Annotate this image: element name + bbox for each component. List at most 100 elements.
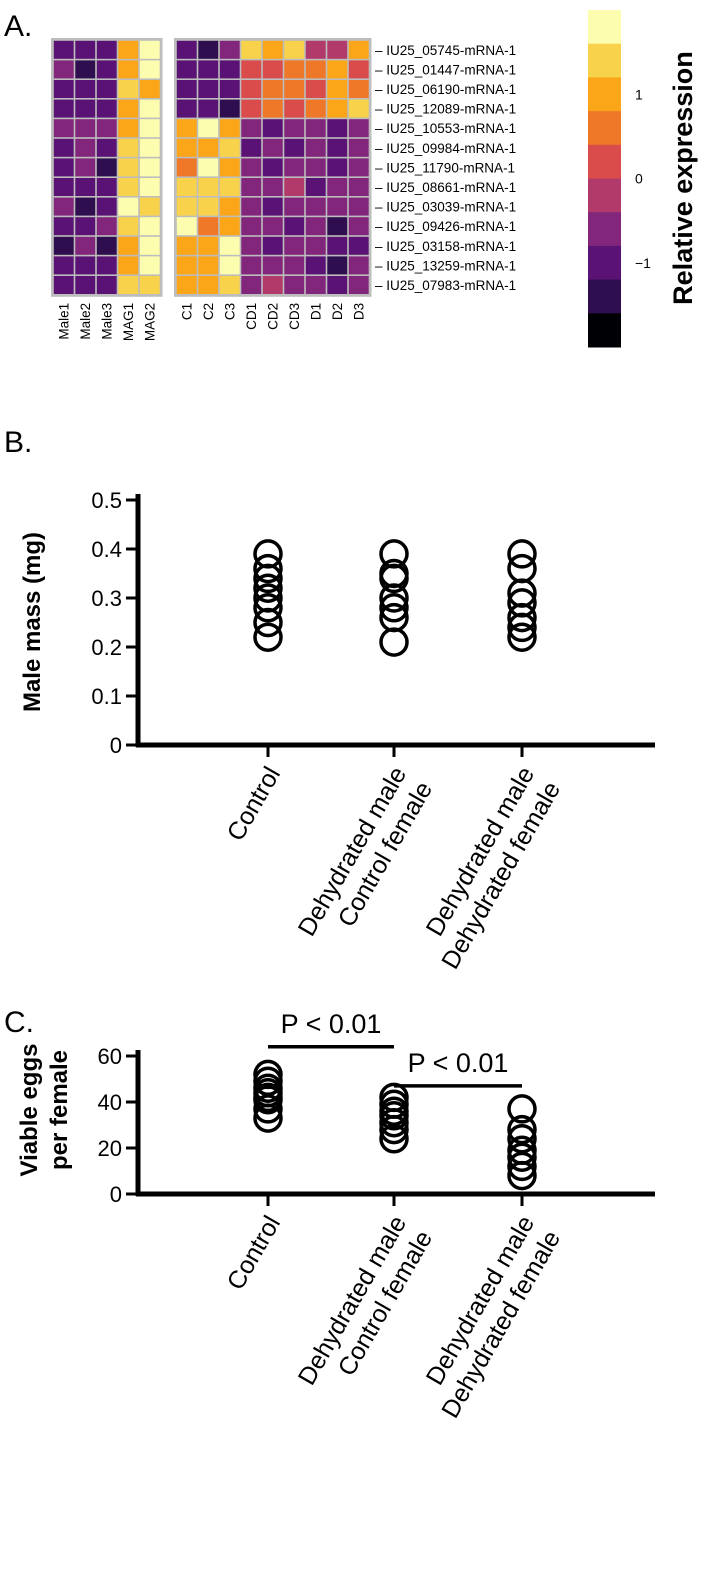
- heatmap-cell: [327, 119, 348, 138]
- heatmap-cell: [118, 119, 139, 138]
- y-axis-title-line: per female: [46, 1050, 73, 1170]
- heatmap-cell: [176, 99, 197, 118]
- panel-letter-a: A.: [4, 10, 32, 43]
- y-tick-label: 0.2: [91, 635, 122, 660]
- heatmap-cell: [284, 197, 305, 216]
- heatmap-cell: [139, 80, 160, 98]
- heatmap-cell: [53, 119, 74, 138]
- heatmap-cell: [262, 60, 283, 79]
- heatmap-cell: [284, 217, 305, 236]
- heatmap-cell: [198, 236, 219, 255]
- heatmap-cell: [327, 236, 348, 255]
- heatmap-cell: [305, 256, 326, 275]
- heatmap-row-label: – IU25_09984-mRNA-1: [375, 141, 516, 156]
- heatmap-cell: [284, 158, 305, 177]
- heatmap-cell: [284, 236, 305, 255]
- heatmap-cell: [75, 99, 96, 118]
- heatmap-cell: [75, 158, 96, 177]
- heatmap-cell: [219, 217, 240, 236]
- heatmap-cell: [198, 119, 219, 138]
- x-category-label: Control: [222, 762, 287, 846]
- heatmap-cell: [96, 80, 117, 98]
- heatmap-cell: [327, 178, 348, 196]
- heatmap-cell: [305, 119, 326, 138]
- heatmap-cell: [139, 276, 160, 294]
- heatmap-cell: [348, 236, 369, 255]
- heatmap-cell: [118, 80, 139, 98]
- heatmap-cell: [118, 178, 139, 196]
- heatmap-cell: [139, 178, 160, 196]
- colorbar-tick-label: 0: [635, 171, 643, 187]
- y-tick-label: 40: [98, 1090, 122, 1115]
- heatmap-cell: [305, 80, 326, 98]
- heatmap-cell: [75, 197, 96, 216]
- heatmap-column-label: C1: [180, 303, 195, 320]
- heatmap-cell: [327, 197, 348, 216]
- heatmap-cell: [241, 236, 262, 255]
- heatmap-cell: [348, 60, 369, 79]
- y-tick-label: 0.4: [91, 537, 122, 562]
- heatmap-cell: [348, 256, 369, 275]
- heatmap-cell: [262, 40, 283, 59]
- heatmap-cell: [118, 60, 139, 79]
- heatmap-cell: [241, 217, 262, 236]
- data-point: [379, 563, 409, 594]
- heatmap-cell: [176, 236, 197, 255]
- panel-letter-c: C.: [4, 1006, 34, 1039]
- data-point: [253, 607, 283, 638]
- heatmap-cell: [96, 217, 117, 236]
- heatmap-cell: [305, 60, 326, 79]
- heatmap-cell: [53, 138, 74, 157]
- data-point: [507, 539, 537, 569]
- heatmap-cell: [139, 40, 160, 59]
- heatmap-cell: [241, 138, 262, 157]
- heatmap-cell: [284, 60, 305, 79]
- heatmap-column-label: D2: [330, 303, 345, 320]
- panel-letter-b: B.: [4, 426, 32, 459]
- heatmap-cell: [348, 40, 369, 59]
- heatmap-column-label: C3: [223, 303, 238, 320]
- heatmap-cell: [176, 197, 197, 216]
- heatmap-cell: [139, 236, 160, 255]
- heatmap-cell: [241, 40, 262, 59]
- y-tick-label: 0: [110, 733, 122, 758]
- colorbar-tick-label: −1: [635, 255, 651, 271]
- heatmap-cell: [198, 197, 219, 216]
- heatmap-cell: [348, 138, 369, 157]
- heatmap-cell: [262, 178, 283, 196]
- heatmap-cell: [327, 276, 348, 294]
- data-point: [253, 563, 283, 594]
- heatmap-cell: [96, 178, 117, 196]
- heatmap-cell: [118, 256, 139, 275]
- data-point: [507, 1094, 537, 1124]
- heatmap-cell: [262, 236, 283, 255]
- heatmap-cell: [241, 197, 262, 216]
- y-tick-label: 0.5: [91, 488, 122, 513]
- data-point: [379, 1124, 409, 1154]
- heatmap-cell: [53, 236, 74, 255]
- heatmap-row-label: – IU25_12089-mRNA-1: [375, 102, 516, 117]
- heatmap-cell: [348, 217, 369, 236]
- heatmap-row-label: – IU25_01447-mRNA-1: [375, 62, 516, 77]
- heatmap-cell: [305, 217, 326, 236]
- y-tick-label: 0.3: [91, 586, 122, 611]
- data-point: [253, 1084, 283, 1115]
- heatmap-cell: [96, 236, 117, 255]
- heatmap-cell: [305, 99, 326, 118]
- heatmap-cell: [118, 217, 139, 236]
- heatmap-cell: [284, 40, 305, 59]
- heatmap-cell: [348, 178, 369, 196]
- data-point: [507, 602, 537, 633]
- heatmap-cell: [53, 60, 74, 79]
- heatmap-cell: [241, 119, 262, 138]
- heatmap-cell: [176, 40, 197, 59]
- y-axis-title-line: Viable eggs: [16, 1044, 43, 1177]
- heatmap-cell: [219, 40, 240, 59]
- y-tick-label: 60: [98, 1044, 122, 1069]
- heatmap-cell: [176, 80, 197, 98]
- heatmap-cell: [75, 40, 96, 59]
- heatmap-cell: [53, 256, 74, 275]
- heatmap-cell: [219, 158, 240, 177]
- x-category-label: Dehydrated maleControl female: [293, 762, 438, 956]
